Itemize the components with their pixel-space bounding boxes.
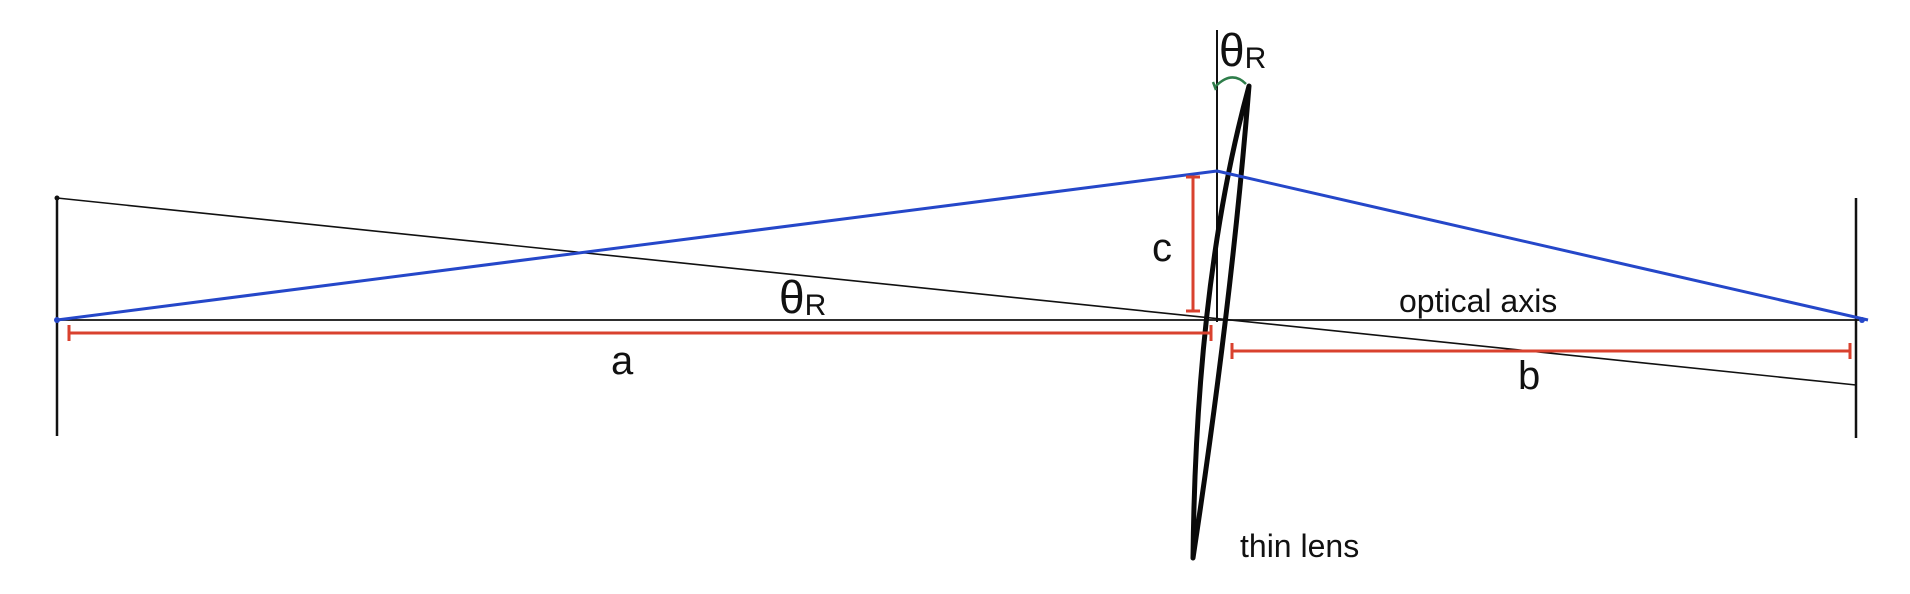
- ray-image-point: [1859, 317, 1865, 323]
- dimension-c: [1186, 175, 1200, 313]
- dimension-b: [1230, 343, 1852, 359]
- ray-object-point: [54, 317, 60, 323]
- dimension-a: [67, 325, 1213, 341]
- optical-axis-label: optical axis: [1399, 283, 1557, 319]
- thin-lens-shape: [1190, 83, 1252, 561]
- tilted-plane-line: [56, 197, 1857, 386]
- image-distance-label: b: [1518, 354, 1540, 398]
- tilt-angle-arc-tick: [1211, 81, 1218, 91]
- tilted-plane-endpoint: [54, 195, 60, 201]
- axis-angle-label: θR: [779, 271, 826, 323]
- tilt-angle-arc: [1215, 76, 1247, 87]
- object-distance-label: a: [611, 339, 634, 383]
- ray-height-label: c: [1152, 226, 1172, 270]
- light-ray: [56, 169, 1869, 322]
- tilt-angle-label: θR: [1219, 24, 1266, 76]
- thin-lens-label: thin lens: [1240, 528, 1359, 564]
